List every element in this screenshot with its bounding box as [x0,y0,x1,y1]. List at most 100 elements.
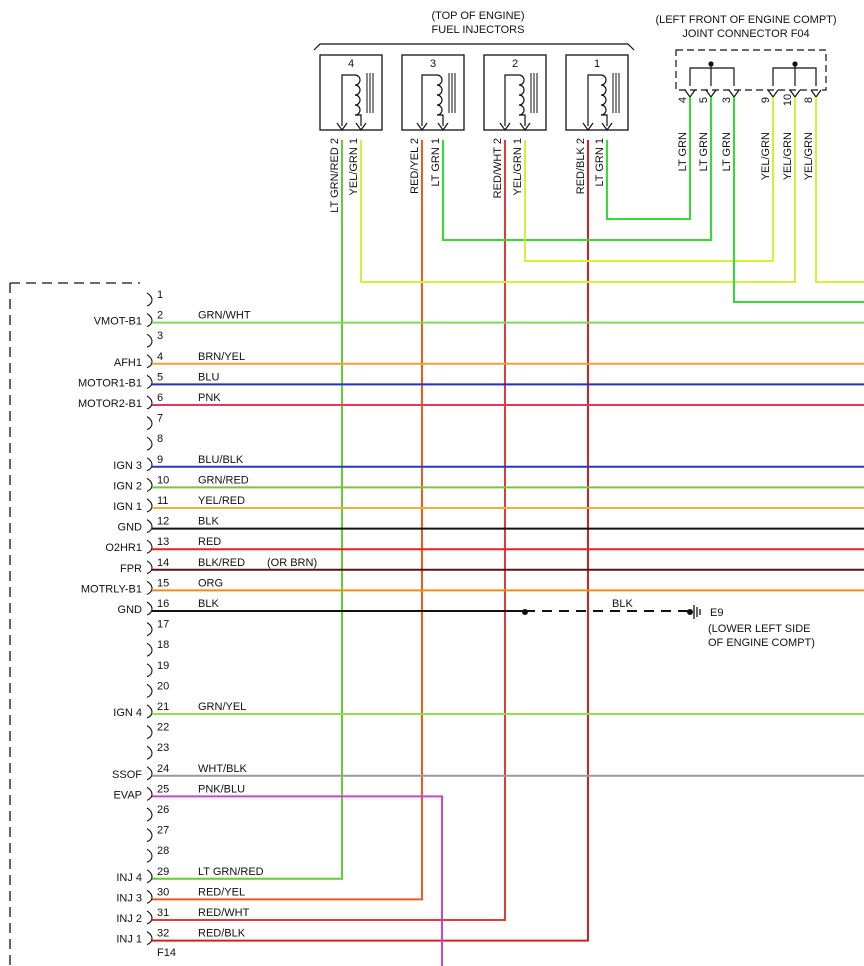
pin-number: 7 [157,413,163,425]
wire-inj2 [152,140,506,921]
joint-wire-label: YEL/GRN [760,132,772,180]
wire-inj4-feed [360,97,796,283]
pin-number: 32 [157,928,169,940]
ecm-pin-20: 20 [146,680,169,698]
pin-bracket-icon [146,786,153,801]
joint-pin-number: 10 [782,94,794,106]
injectors-bracket [313,43,635,51]
injector-lead-l [341,74,355,126]
pin-number: 31 [157,907,169,919]
ecm-pin-8: 8 [146,433,163,451]
pin-bracket-icon [146,601,153,616]
pin-number: 22 [157,722,169,734]
injector-box [565,54,629,131]
pin-number: 13 [157,536,169,548]
joint-bus-1 [689,67,735,86]
pin-bracket-icon [146,313,153,328]
pin-function: FPR [120,563,142,575]
ecm-pin-23: 23 [146,742,169,760]
injectors-caption-2: FUEL INJECTORS [432,24,525,36]
wire-joint-3-out [733,97,864,303]
terminal-icon [810,89,822,99]
pin-bracket-icon [146,766,153,781]
joint-pin-number: 9 [760,97,772,103]
pin-wire-color: YEL/RED [198,495,245,507]
pin-function: IGN 2 [113,480,142,492]
terminal-icon [355,122,367,132]
ecm-connector-id: F14 [157,947,176,959]
pin-number: 23 [157,742,169,754]
pin-bracket-icon [146,725,153,740]
pin-function: GND [118,604,143,616]
terminal-icon [684,89,696,99]
pin-number: 6 [157,392,163,404]
wire-joint-8-out [815,97,864,283]
pin-number: 9 [157,454,163,466]
injector-wire-label: LT GRN 1 [594,138,606,187]
injector-wire-label: RED/BLK 2 [575,138,587,194]
pin-function: IGN 4 [113,707,142,719]
pin-function: VMOT-B1 [94,316,142,328]
joint-pin-number: 5 [698,97,710,103]
ground-location-1: (LOWER LEFT SIDE [708,623,810,635]
joint-caption-1: (LEFT FRONT OF ENGINE COMPT) [655,14,836,26]
pin-wire-color: GRN/RED [198,474,249,486]
pin-bracket-icon [146,683,153,698]
pin-wire-color: RED/YEL [198,886,245,898]
pin-function: IGN 1 [113,501,142,513]
pin-function: EVAP [113,789,142,801]
ecm-pin-22: 22 [146,722,169,740]
pin-number: 14 [157,557,169,569]
injector-wire-label: RED/YEL 2 [409,138,421,194]
injector-number: 4 [348,58,354,70]
ecm-pin-3: 3 [146,330,163,348]
ground-id: E9 [710,607,723,619]
wires [152,97,864,966]
ecm-pin-1: 1 [146,289,163,307]
pin-bracket-icon [146,745,153,760]
wire-inj2-feed [524,97,774,262]
pin-bracket-icon [146,477,153,492]
injector-coil [354,74,361,116]
pin-number: 2 [157,310,163,322]
injectors-caption-1: (TOP OF ENGINE) [431,10,524,22]
injector-lead-l [421,74,437,126]
pin14-note: (OR BRN) [267,557,317,569]
terminal-icon [767,89,779,99]
joint-pin-number: 8 [803,97,815,103]
pin-number: 5 [157,371,163,383]
joint-connector-outline [675,49,827,91]
pin-number: 11 [157,495,168,507]
pin-function: SSOF [112,769,142,781]
injector-wire-label: RED/WHT 2 [492,138,504,198]
pin-wire-color: BLK/RED [198,557,245,569]
pin-wire-color: WHT/BLK [198,763,248,775]
pin-wire-color: RED/WHT [198,907,250,919]
injector-lead-r [355,114,362,126]
pin-bracket-icon [146,416,153,431]
pin-number: 3 [157,330,163,342]
pin-wire-color: RED/BLK [198,928,246,940]
wire-inj1-feed [606,97,691,220]
injector-lead-r [601,114,608,126]
pin-number: 17 [157,619,169,631]
injector-box [401,54,465,131]
injector-wire-label: YEL/GRN 1 [348,138,360,195]
joint-node-2 [792,61,798,67]
pin-number: 10 [157,474,169,486]
ground-wire-label: BLK [612,598,633,610]
pin-function: INJ 3 [116,892,142,904]
